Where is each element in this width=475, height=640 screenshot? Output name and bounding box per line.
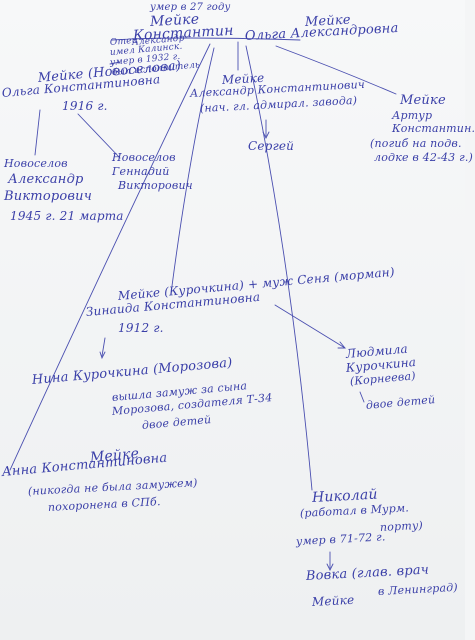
alexander-line-1: Новоселов bbox=[4, 157, 68, 170]
gennady-line-3: Викторович bbox=[118, 179, 193, 192]
couple-underline bbox=[111, 37, 301, 41]
top-died-note: умер в 27 году bbox=[150, 2, 231, 13]
link-to-lyudmila bbox=[274, 304, 346, 349]
link-to-nina bbox=[101, 337, 106, 357]
vovka-line-3: Мейке bbox=[311, 592, 355, 609]
link-to-anna bbox=[9, 43, 211, 471]
link-to-nikolay bbox=[245, 45, 313, 491]
alexander-line-2: Александр bbox=[8, 172, 84, 187]
artur-line-1: Мейке bbox=[400, 93, 446, 108]
alexander-line-3: Викторович bbox=[4, 189, 93, 204]
link-to-olga bbox=[109, 61, 121, 65]
alexander-line-4: 1945 г. 21 марта bbox=[10, 209, 124, 223]
connector-lines bbox=[9, 37, 397, 572]
artur-line-5: лодке в 42-43 г.) bbox=[374, 151, 474, 164]
zinaida-line-3: 1912 г. bbox=[118, 321, 164, 335]
nikolay-line-3: порту) bbox=[379, 518, 424, 534]
gennady-line-2: Геннадий bbox=[112, 165, 170, 178]
gennady-line-1: Новоселов bbox=[112, 151, 176, 164]
link-olga-alexander bbox=[34, 109, 41, 156]
link-to-artur bbox=[275, 45, 397, 95]
olga-line-3: 1916 г. bbox=[62, 99, 108, 113]
link-lyudmila-children bbox=[359, 391, 365, 403]
link-olga-gennady bbox=[77, 113, 121, 159]
sergey: Сергей bbox=[248, 139, 295, 153]
artur-line-2: Артур bbox=[392, 109, 433, 122]
artur-line-4: (погиб на подв. bbox=[370, 137, 462, 150]
artur-line-3: Константин. bbox=[392, 122, 475, 135]
link-to-zinaida bbox=[171, 47, 215, 287]
